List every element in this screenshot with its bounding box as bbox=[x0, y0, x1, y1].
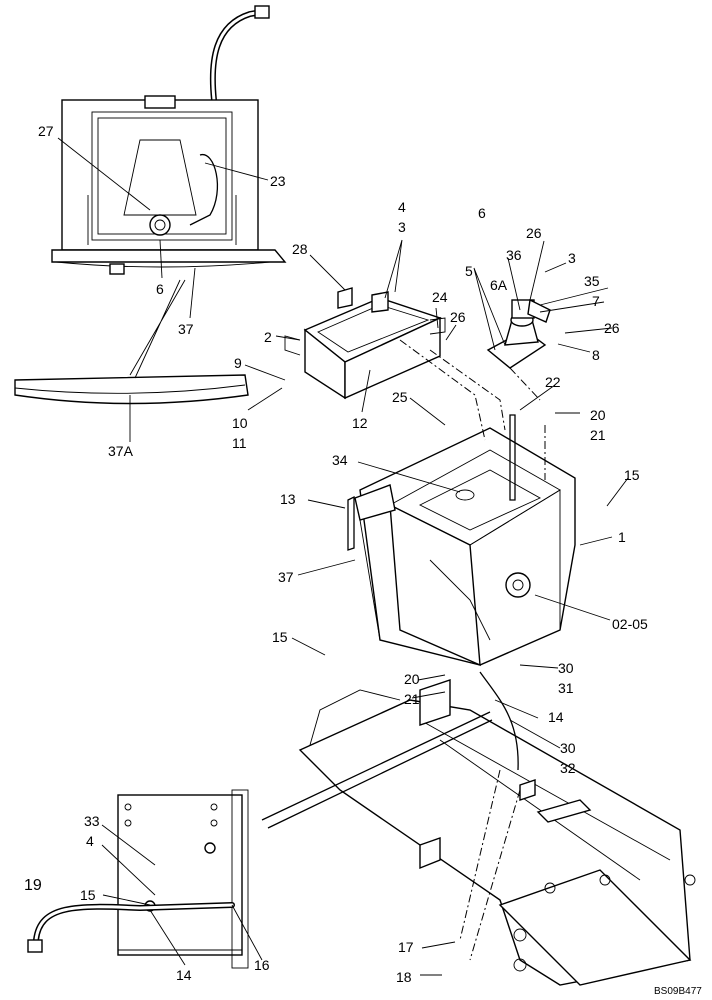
label-16: 16 bbox=[254, 957, 270, 973]
label-17: 17 bbox=[398, 939, 414, 955]
label-14: 14 bbox=[176, 967, 192, 983]
callout-labels: 27 23 6 37 37A 4 3 28 2 24 26 9 10 11 12… bbox=[24, 123, 648, 985]
label-7: 7 bbox=[592, 293, 600, 309]
label-26: 26 bbox=[450, 309, 466, 325]
label-22: 22 bbox=[545, 374, 561, 390]
seat-base-pan bbox=[284, 287, 446, 400]
label-15: 15 bbox=[624, 467, 640, 483]
label-8: 8 bbox=[592, 347, 600, 363]
label-4: 4 bbox=[86, 833, 94, 849]
label-26: 26 bbox=[526, 225, 542, 241]
label-6A: 6A bbox=[490, 277, 508, 293]
label-24: 24 bbox=[432, 289, 448, 305]
label-35: 35 bbox=[584, 273, 600, 289]
label-15: 15 bbox=[80, 887, 96, 903]
label-20: 20 bbox=[590, 407, 606, 423]
label-20: 20 bbox=[404, 671, 420, 687]
label-13: 13 bbox=[280, 491, 296, 507]
label-31: 31 bbox=[558, 680, 574, 696]
label-37: 37 bbox=[278, 569, 294, 585]
label-33: 33 bbox=[84, 813, 100, 829]
label-6: 6 bbox=[478, 205, 486, 221]
label-32: 32 bbox=[560, 760, 576, 776]
label-37A: 37A bbox=[108, 443, 134, 459]
label-1: 1 bbox=[618, 529, 626, 545]
label-9: 9 bbox=[234, 355, 242, 371]
label-37: 37 bbox=[178, 321, 194, 337]
label-36: 36 bbox=[506, 247, 522, 263]
label-26: 26 bbox=[604, 320, 620, 336]
label-27: 27 bbox=[38, 123, 54, 139]
label-2: 2 bbox=[264, 329, 272, 345]
label-30: 30 bbox=[560, 740, 576, 756]
label-4: 4 bbox=[398, 199, 406, 215]
label-3: 3 bbox=[398, 219, 406, 235]
frame-top-view bbox=[51, 5, 287, 275]
label-14: 14 bbox=[548, 709, 564, 725]
label-19: 19 bbox=[24, 877, 42, 894]
label-3: 3 bbox=[568, 250, 576, 266]
label-34: 34 bbox=[332, 452, 348, 468]
side-panel-detail bbox=[27, 789, 249, 969]
lower-chassis bbox=[261, 671, 696, 986]
label-21: 21 bbox=[590, 427, 606, 443]
label-12: 12 bbox=[352, 415, 368, 431]
control-assembly bbox=[486, 298, 551, 369]
label-30: 30 bbox=[558, 660, 574, 676]
label-02-05: 02-05 bbox=[612, 616, 648, 632]
label-21: 21 bbox=[404, 691, 420, 707]
drawing-reference: BS09B477 bbox=[654, 986, 702, 997]
label-10: 10 bbox=[232, 415, 248, 431]
label-23: 23 bbox=[270, 173, 286, 189]
main-frame bbox=[347, 339, 576, 667]
label-5: 5 bbox=[465, 263, 473, 279]
seat-panel-37A bbox=[14, 374, 249, 405]
label-18: 18 bbox=[396, 969, 412, 985]
leader-lines bbox=[57, 137, 629, 976]
label-28: 28 bbox=[292, 241, 308, 257]
label-15: 15 bbox=[272, 629, 288, 645]
label-11: 11 bbox=[232, 435, 247, 451]
label-6: 6 bbox=[156, 281, 164, 297]
label-25: 25 bbox=[392, 389, 408, 405]
